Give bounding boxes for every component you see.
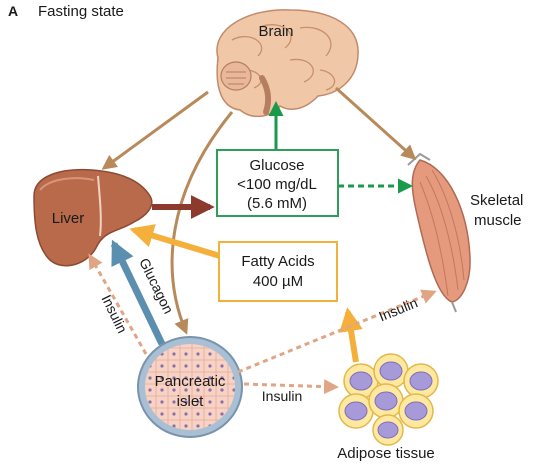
brain-label: Brain — [258, 23, 293, 40]
skeletal-muscle-label-line1: Skeletal — [470, 192, 523, 209]
panel-title: Fasting state — [38, 3, 124, 20]
fatty-acids-to-liver-arrow — [129, 224, 221, 259]
liver-illustration — [33, 168, 153, 267]
glucose-box — [216, 149, 339, 217]
pancreatic-islet-label-line1: Pancreatic — [155, 373, 226, 390]
glucagon-arrow — [110, 239, 166, 346]
insulin-to-adipose-arrow — [243, 379, 339, 395]
brain-to-islet-arrow — [170, 111, 234, 335]
skeletal-muscle-illustration — [407, 152, 471, 313]
adipose-tissue-label: Adipose tissue — [337, 445, 435, 462]
insulin-liver-label: Insulin — [98, 292, 130, 335]
glucose-box-line1: Glucose — [249, 157, 304, 174]
panel-letter: A — [8, 3, 18, 19]
adipose-to-fatty-acids-arrow — [339, 307, 363, 363]
brain-illustration — [216, 9, 359, 118]
pancreatic-islet-label-line2: islet — [177, 393, 205, 410]
fatty-acids-box-line1: Fatty Acids — [241, 253, 314, 270]
pancreatic-islet-illustration — [137, 336, 243, 438]
insulin-muscle-label: Insulin — [376, 294, 420, 324]
fatty-acids-box-line2: 400 µM — [253, 273, 303, 290]
fatty-acids-box — [218, 241, 338, 302]
adipose-cell-nuclei — [344, 361, 433, 439]
brain-to-liver-arrow — [101, 90, 209, 170]
skeletal-muscle-label-line2: muscle — [474, 212, 522, 229]
insulin-to-liver-arrow — [88, 253, 148, 355]
insulin-adipose-label: Insulin — [262, 388, 302, 404]
glucose-box-line2: <100 mg/dL — [237, 176, 317, 193]
liver-label: Liver — [52, 210, 85, 227]
brain-to-muscle-arrow — [334, 86, 417, 161]
glucose-box-line3: (5.6 mM) — [247, 195, 307, 212]
